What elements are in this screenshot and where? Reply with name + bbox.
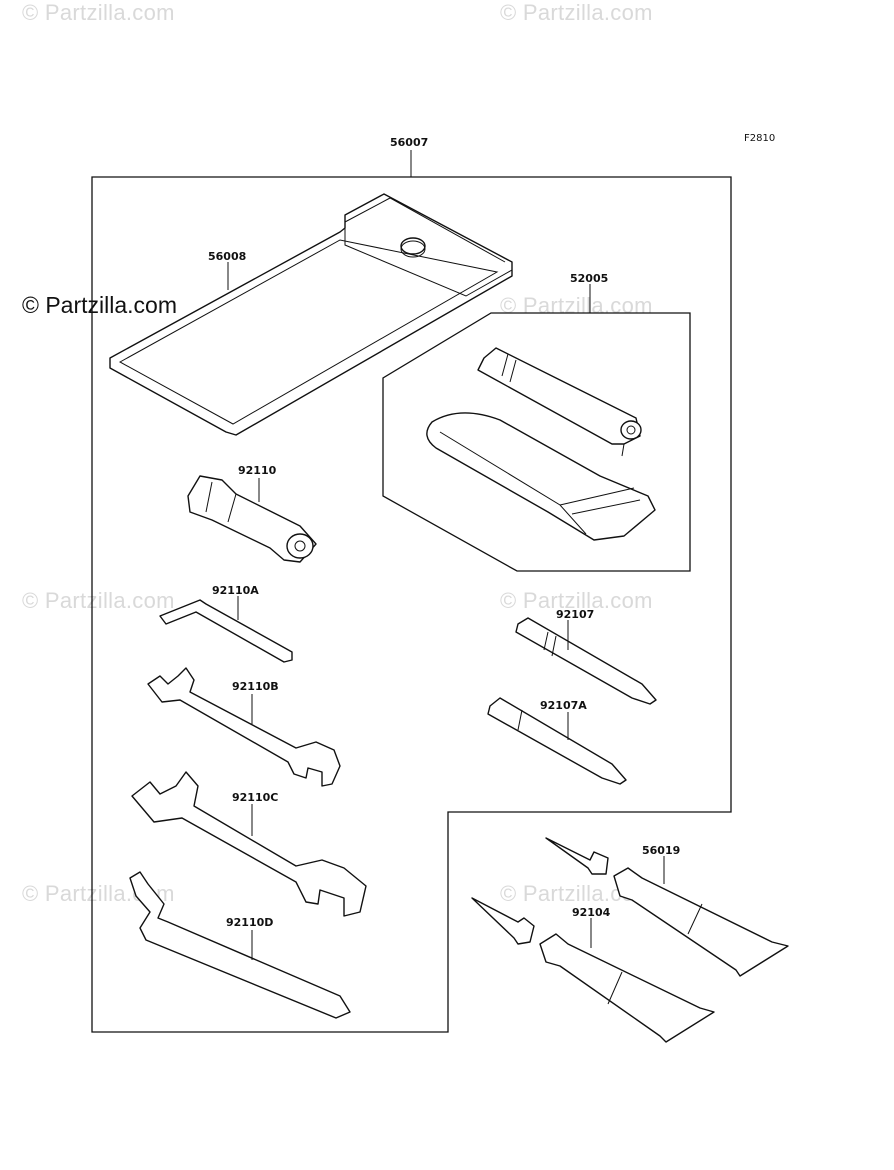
kit-outline <box>91 176 732 1033</box>
wrench-small <box>147 667 341 787</box>
hook-spanner <box>129 871 351 1019</box>
wrench-large <box>131 771 367 917</box>
label-92107[interactable]: 92107 <box>556 608 594 621</box>
pump-pouch <box>426 412 656 541</box>
subkit-outline <box>382 312 691 572</box>
hex-key <box>159 599 293 663</box>
watermark-mid-right: © Partzilla.com <box>500 293 653 318</box>
label-52005[interactable]: 52005 <box>570 272 608 285</box>
grease-tube-lower <box>471 897 715 1043</box>
label-92110A[interactable]: 92110A <box>212 584 259 597</box>
tool-bag <box>109 193 513 436</box>
socket-wrench <box>187 475 317 563</box>
label-56019[interactable]: 56019 <box>642 844 680 857</box>
figure-code: F2810 <box>744 133 775 144</box>
screwdriver <box>515 617 657 705</box>
watermark-top-left: © Partzilla.com <box>22 0 175 25</box>
label-92107A[interactable]: 92107A <box>540 699 587 712</box>
label-92110B[interactable]: 92110B <box>232 680 279 693</box>
screwdriver-alt <box>487 697 627 785</box>
label-56008[interactable]: 56008 <box>208 250 246 263</box>
tire-pump <box>477 347 642 457</box>
label-92110C[interactable]: 92110C <box>232 791 278 804</box>
label-56007[interactable]: 56007 <box>390 136 428 149</box>
watermark-lower-right: © Partzilla.com <box>500 588 653 613</box>
grease-tube-upper <box>545 837 789 977</box>
watermark-top-right: © Partzilla.com <box>500 0 653 25</box>
copyright-watermark: © Partzilla.com <box>22 292 177 318</box>
watermark-lower-left: © Partzilla.com <box>22 588 175 613</box>
label-92110D[interactable]: 92110D <box>226 916 273 929</box>
label-92104[interactable]: 92104 <box>572 906 611 919</box>
label-92110[interactable]: 92110 <box>238 464 277 477</box>
